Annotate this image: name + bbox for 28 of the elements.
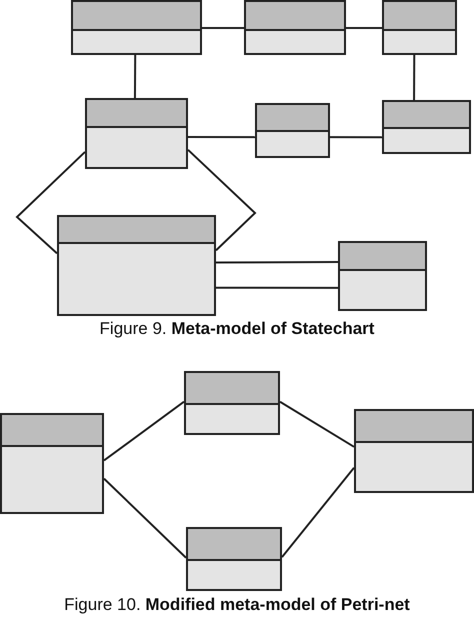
connector-line bbox=[103, 478, 187, 558]
class-box bbox=[0, 413, 104, 514]
class-box bbox=[71, 0, 202, 55]
connector-line bbox=[134, 55, 136, 98]
connector-line bbox=[16, 151, 86, 254]
connector-line bbox=[202, 27, 244, 30]
class-box bbox=[354, 409, 474, 493]
class-box bbox=[382, 100, 471, 154]
connector-line bbox=[187, 149, 256, 252]
connector-line bbox=[188, 136, 255, 138]
class-box bbox=[186, 527, 282, 591]
connector-line bbox=[216, 286, 338, 289]
connector-line bbox=[216, 261, 338, 264]
connector-line bbox=[346, 27, 382, 30]
connector-line bbox=[279, 400, 355, 448]
class-box bbox=[57, 215, 216, 316]
connector-line bbox=[330, 136, 382, 138]
class-box bbox=[338, 241, 427, 311]
class-box bbox=[184, 371, 280, 435]
class-box bbox=[382, 0, 457, 55]
connector-line bbox=[281, 467, 355, 558]
class-box bbox=[85, 98, 188, 169]
figure-caption: Figure 9. Meta-model of Statechart bbox=[98, 319, 376, 339]
class-box bbox=[255, 103, 330, 158]
figure-caption: Figure 10. Modified meta-model of Petri-net bbox=[63, 595, 411, 615]
class-box bbox=[244, 0, 346, 55]
connector-line bbox=[413, 55, 416, 100]
connector-line bbox=[103, 400, 185, 462]
